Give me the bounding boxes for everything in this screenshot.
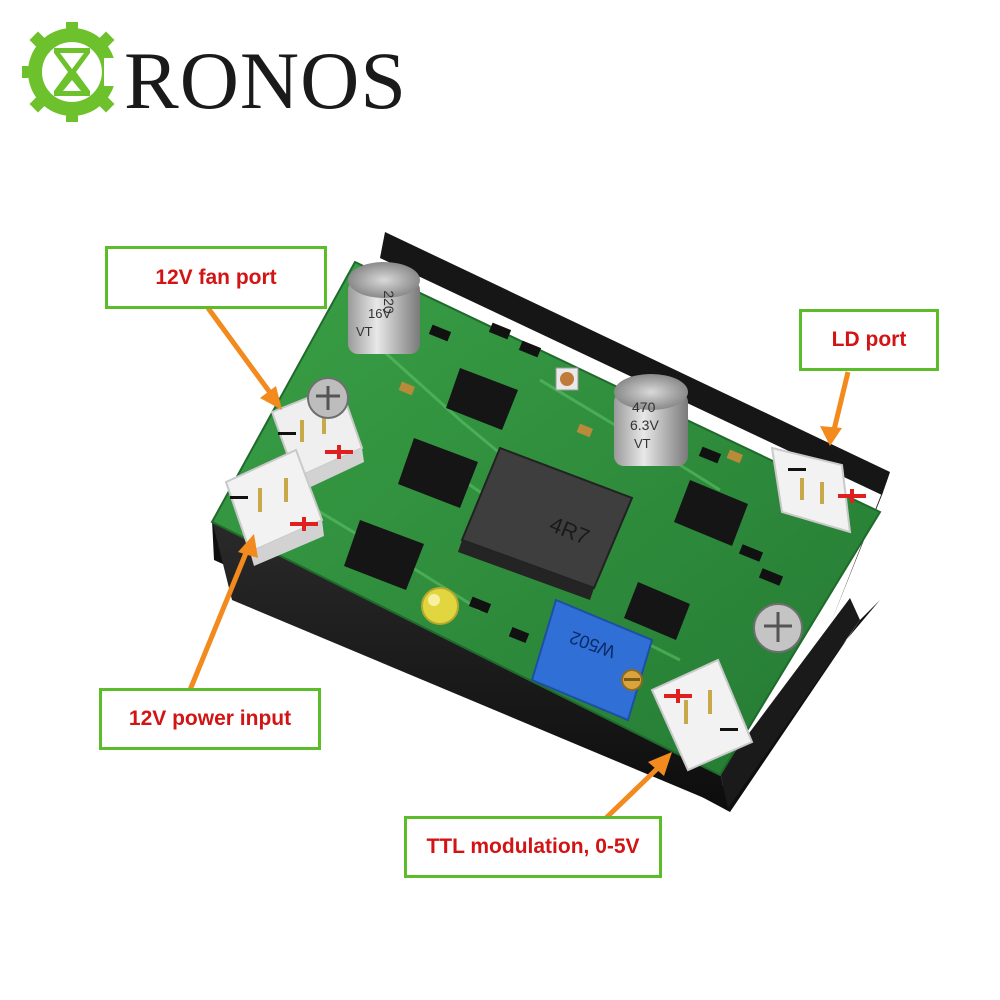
ttl-connector [650,658,754,772]
brand-name: RONOS [124,35,407,126]
status-led [421,587,459,625]
polarity-marks [230,432,866,731]
svg-text:470: 470 [632,399,656,415]
callout-arrows [187,306,851,820]
svg-text:220: 220 [381,290,397,314]
power-connector-j1 [224,448,324,566]
capacitor-220uf: 220 16V VT [348,262,420,354]
brand-logo: RONOS [22,22,422,122]
smd-resistors [428,322,784,644]
capacitor-470uf: 470 6.3V VT [614,374,688,466]
smd-caps [398,381,743,464]
heatsink-back-fin [380,232,890,495]
small-trimmer [555,367,579,391]
svg-text:VT: VT [634,436,651,451]
inductor-4r7: 4R7 [458,446,634,600]
hourglass-gear-icon [22,22,134,122]
heatsink-body [212,520,728,808]
screw-right [753,603,803,653]
potentiometer-w502: W502 [530,598,654,722]
svg-text:16V: 16V [368,306,391,321]
callout-power-input: 12V power input [99,688,321,750]
ic-chips [344,368,748,640]
callout-ld-port: LD port [799,309,939,371]
screw-left [307,377,349,419]
callout-ttl-modulation: TTL modulation, 0-5V [404,816,662,878]
callout-fan-port: 12V fan port [105,246,327,309]
svg-text:VT: VT [356,324,373,339]
svg-text:6.3V: 6.3V [630,417,659,433]
